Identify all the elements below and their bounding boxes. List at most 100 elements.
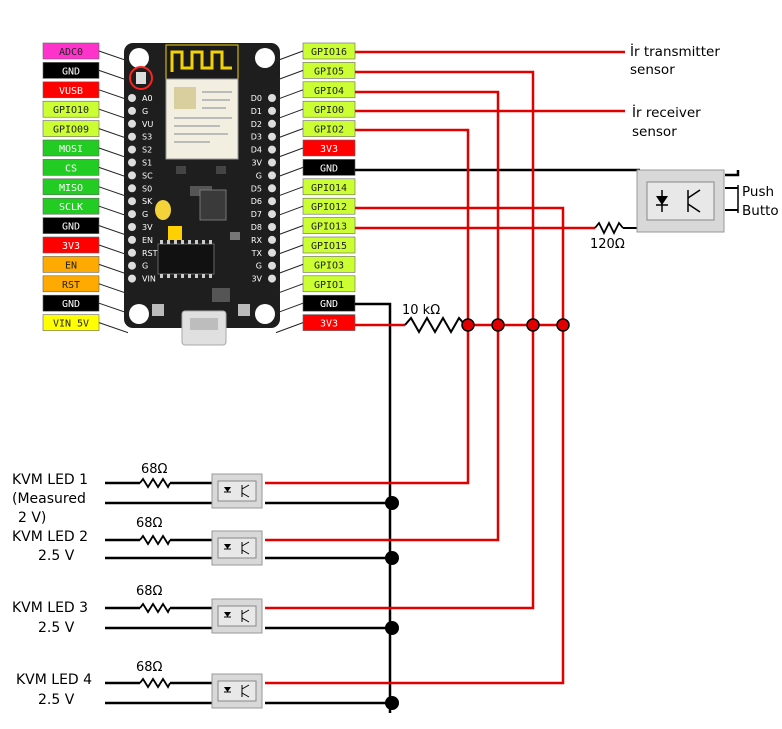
left-pin-label: GND <box>62 222 80 233</box>
silk-label: S3 <box>142 133 152 142</box>
header-pin <box>268 223 276 231</box>
silk-label: S1 <box>142 159 152 168</box>
silk-label: 3V <box>251 275 262 284</box>
resistor-68-1 <box>139 477 171 489</box>
left-pin-label: GPIO10 <box>53 105 89 116</box>
reset-chip <box>168 226 182 240</box>
silk-label: D7 <box>251 210 262 219</box>
silk-label: SC <box>142 171 153 180</box>
right-pin-label: GND <box>320 163 338 174</box>
kvm-led-label: 2.5 V <box>38 692 75 708</box>
silk-label: D3 <box>251 133 262 142</box>
right-pin-label: GPIO5 <box>314 66 344 77</box>
ir-transmitter-label: İr transmitter <box>630 42 720 60</box>
silk-label: 3V <box>251 159 262 168</box>
header-pin <box>128 184 136 193</box>
ir-receiver-label: İr receiver <box>632 103 701 121</box>
silk-label: EN <box>142 236 153 245</box>
gpio2-wire <box>265 128 470 485</box>
header-pin <box>128 158 136 167</box>
resistor-10k <box>404 315 466 335</box>
left-pin-label: EN <box>65 260 77 271</box>
nodemcu-board: A0GVUS3S2S1SCS0SKG3VENRSTGVIND0D1D2D3D43… <box>124 43 280 346</box>
left-pin-label: ADC0 <box>59 47 83 58</box>
right-pin-label: GPIO14 <box>311 183 347 194</box>
silk-label: S0 <box>142 184 152 193</box>
left-pin-label: 3V3 <box>62 241 80 252</box>
flash-button <box>152 304 164 316</box>
right-pin-label: GPIO3 <box>314 260 344 271</box>
regulator <box>199 189 227 221</box>
silk-label: D4 <box>251 146 262 155</box>
right-pin-label: GND <box>320 299 338 310</box>
resistor-68-3 <box>139 602 171 614</box>
header-pin <box>268 248 276 257</box>
header-pin <box>268 274 276 283</box>
left-pin-label: RST <box>62 280 80 291</box>
push-button-sublabel: Butto <box>742 203 779 219</box>
gpio5-wire <box>265 70 535 610</box>
silk-label: D5 <box>251 184 262 193</box>
capacitor <box>155 200 171 220</box>
led-optocoupler <box>211 473 263 509</box>
header-pin <box>268 184 276 193</box>
junction-dot <box>385 551 399 565</box>
junction-dot <box>526 318 540 332</box>
silk-label: G <box>142 262 148 271</box>
silk-label: D0 <box>251 94 262 103</box>
resistor-68-4 <box>139 677 171 689</box>
header-pin <box>128 235 136 244</box>
header-pin <box>128 210 136 219</box>
header-pin <box>128 274 136 283</box>
rst-button <box>238 304 250 316</box>
right-pin-label: 3V3 <box>320 144 338 155</box>
junction-dot <box>491 318 505 332</box>
header-pin <box>268 210 276 219</box>
left-pin-label: MOSI <box>59 144 83 155</box>
left-pin-label: VUSB <box>59 86 83 97</box>
resistor-68-2 <box>139 534 171 546</box>
ir-receiver-sublabel: sensor <box>632 124 677 140</box>
right-pin-label: GPIO2 <box>314 125 344 136</box>
header-pin <box>268 261 276 270</box>
junction-dot <box>461 318 475 332</box>
kvm-led-label: KVM LED 2 <box>12 529 88 545</box>
header-pin <box>128 248 136 257</box>
resistor-68-label: 68Ω <box>136 584 163 599</box>
silk-label: VIN <box>142 275 156 284</box>
silk-label: G <box>142 210 148 219</box>
esp-logo <box>174 87 196 109</box>
left-pin-label: GND <box>62 66 80 77</box>
silk-label: D1 <box>251 107 262 116</box>
resistor-120 <box>594 220 624 236</box>
header-pin <box>268 158 276 167</box>
led-optocoupler <box>211 530 263 566</box>
junction-dot <box>385 621 399 635</box>
kvm-led-label: KVM LED 3 <box>12 600 88 616</box>
silk-label: SK <box>142 197 153 206</box>
resistor-120-label: 120Ω <box>590 237 625 252</box>
right-pin-label: GPIO16 <box>311 47 347 58</box>
kvm-led-label: 2.5 V <box>38 620 75 636</box>
silk-label: D6 <box>251 197 262 206</box>
resistor-68-label: 68Ω <box>136 660 163 675</box>
push-button-label: Push <box>742 184 774 200</box>
gpio12-wire <box>265 206 565 685</box>
right-pin-label: GPIO1 <box>314 280 344 291</box>
highlight-circle <box>129 66 153 90</box>
silk-label: 3V <box>142 223 153 232</box>
silk-label: G <box>256 171 262 180</box>
annotations: İr transmitter sensor İr receiver sensor… <box>402 42 779 318</box>
gpio4-wire <box>265 90 500 542</box>
resistor-68-label: 68Ω <box>141 462 168 477</box>
header-pin <box>268 171 276 180</box>
wires <box>105 50 740 713</box>
junction-dot <box>385 696 399 710</box>
ir-transmitter-sublabel: sensor <box>630 62 675 78</box>
header-pin <box>268 94 276 102</box>
kvm-led-label: 2 V) <box>18 510 46 526</box>
mount-hole <box>129 48 149 68</box>
